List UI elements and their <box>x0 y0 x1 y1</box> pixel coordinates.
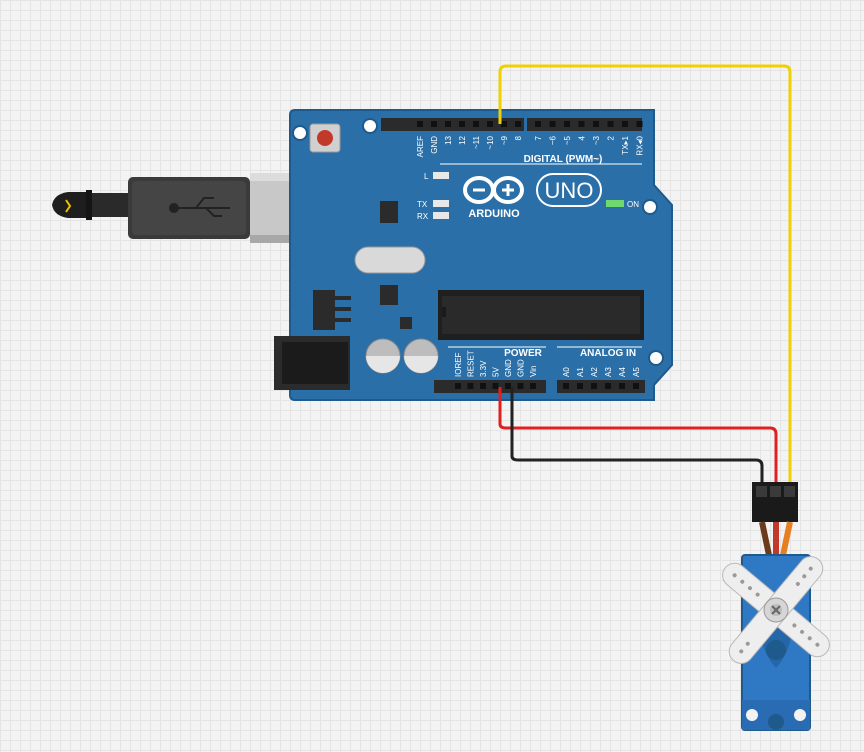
pin-label: ~5 <box>563 135 572 145</box>
pin-label: A1 <box>576 367 585 377</box>
reset-button[interactable] <box>309 123 341 153</box>
pin-label: GND <box>504 359 513 377</box>
pin-label: TX▸1 <box>621 135 630 154</box>
pin-label: A4 <box>618 367 627 377</box>
pin-hole[interactable] <box>619 383 625 389</box>
chip <box>400 317 412 329</box>
pin-hole[interactable] <box>480 383 486 389</box>
pin-label: 7 <box>534 135 543 140</box>
pin-hole[interactable] <box>577 383 583 389</box>
servo-motor[interactable] <box>683 517 864 731</box>
pin-hole[interactable] <box>515 121 521 127</box>
pin-label: 12 <box>458 135 467 144</box>
pin-hole[interactable] <box>505 383 511 389</box>
pin-hole[interactable] <box>535 121 541 127</box>
led-rx: RX <box>417 212 449 221</box>
pin-hole[interactable] <box>636 121 643 127</box>
svg-text:ON: ON <box>627 200 639 209</box>
usb-symbol-icon <box>169 197 230 217</box>
pin-hole[interactable] <box>455 383 461 389</box>
brand-label: ARDUINO <box>468 208 520 220</box>
screw-icon <box>771 605 781 615</box>
arduino-board[interactable]: UNO ARDUINO L TX RX ON AREF GND 13 12 ~11 ~10… <box>274 109 673 401</box>
pin-hole[interactable] <box>563 383 569 389</box>
pin-label: 4 <box>578 135 587 140</box>
capacitor <box>403 338 439 374</box>
power-wire[interactable] <box>498 387 778 484</box>
pin-hole[interactable] <box>605 383 611 389</box>
servo-connector[interactable] <box>752 482 798 522</box>
svg-text:RX: RX <box>417 212 429 221</box>
power-label: POWER <box>504 348 543 359</box>
mounting-hole <box>292 125 308 141</box>
digital-label: DIGITAL (PWM~) <box>524 154 603 165</box>
pin-label: ~11 <box>472 135 481 149</box>
pin-hole[interactable] <box>622 121 628 127</box>
pin-label: IOREF <box>454 352 463 377</box>
mounting-hole <box>362 118 378 134</box>
pin-label: A5 <box>632 367 641 377</box>
pin-hole[interactable] <box>431 121 437 127</box>
pin-hole[interactable] <box>501 121 507 127</box>
pin-hole[interactable] <box>467 383 474 389</box>
pin-label: 2 <box>607 135 616 140</box>
pin-label: RX◂0 <box>636 135 645 155</box>
led-on: ON <box>606 200 639 209</box>
pin-label: Vin <box>529 366 538 377</box>
pin-hole[interactable] <box>517 383 524 389</box>
led-l: L <box>424 172 449 181</box>
power-jack <box>274 336 350 390</box>
pin-label: 13 <box>444 135 453 144</box>
pin-hole[interactable] <box>487 121 493 127</box>
pin-hole[interactable] <box>578 121 585 127</box>
pin-label: ~6 <box>549 135 558 145</box>
crystal-oscillator <box>354 246 426 274</box>
capacitor <box>365 338 401 374</box>
pin-hole[interactable] <box>564 121 570 127</box>
pin-hole[interactable] <box>492 383 499 389</box>
analog-header[interactable] <box>557 380 645 393</box>
pin-hole[interactable] <box>633 383 639 389</box>
svg-text:L: L <box>424 172 429 181</box>
power-header[interactable] <box>434 380 546 393</box>
pin-hole[interactable] <box>591 383 597 389</box>
pin-label: 8 <box>514 135 523 140</box>
pin-hole[interactable] <box>549 121 556 127</box>
svg-text:TX: TX <box>417 200 428 209</box>
pin-hole[interactable] <box>607 121 614 127</box>
pin-label: ~3 <box>592 135 601 145</box>
mounting-hole <box>648 350 664 366</box>
ground-wire[interactable] <box>510 387 764 484</box>
uno-badge <box>536 173 602 207</box>
pin-hole[interactable] <box>459 121 465 127</box>
pin-label: 3.3V <box>479 360 488 377</box>
pin-hole[interactable] <box>445 121 451 127</box>
pin-hole[interactable] <box>417 121 423 127</box>
pin-hole[interactable] <box>530 383 536 389</box>
arduino-logo-icon <box>463 176 524 204</box>
pin-label: A3 <box>604 367 613 377</box>
chip <box>380 201 398 223</box>
led-tx: TX <box>417 200 449 209</box>
pin-hole[interactable] <box>473 121 479 127</box>
mounting-hole <box>642 199 658 215</box>
pin-label: 5V <box>492 367 501 377</box>
signal-wire[interactable] <box>498 64 792 484</box>
pin-label: A0 <box>562 367 571 377</box>
pin-label: AREF <box>416 136 425 157</box>
pin-label: RESET <box>467 350 476 377</box>
chip <box>380 285 398 305</box>
microcontroller-chip <box>438 290 644 340</box>
servo-leads <box>759 521 793 561</box>
pin-label: ~10 <box>486 135 495 149</box>
model-label: UNO <box>545 178 594 203</box>
pin-label: A2 <box>590 367 599 377</box>
pin-label: GND <box>517 359 526 377</box>
pin-hole[interactable] <box>593 121 599 127</box>
voltage-regulator <box>313 290 351 330</box>
pin-label: GND <box>430 136 439 154</box>
analog-label: ANALOG IN <box>580 348 636 359</box>
pin-label: ~9 <box>500 135 509 145</box>
